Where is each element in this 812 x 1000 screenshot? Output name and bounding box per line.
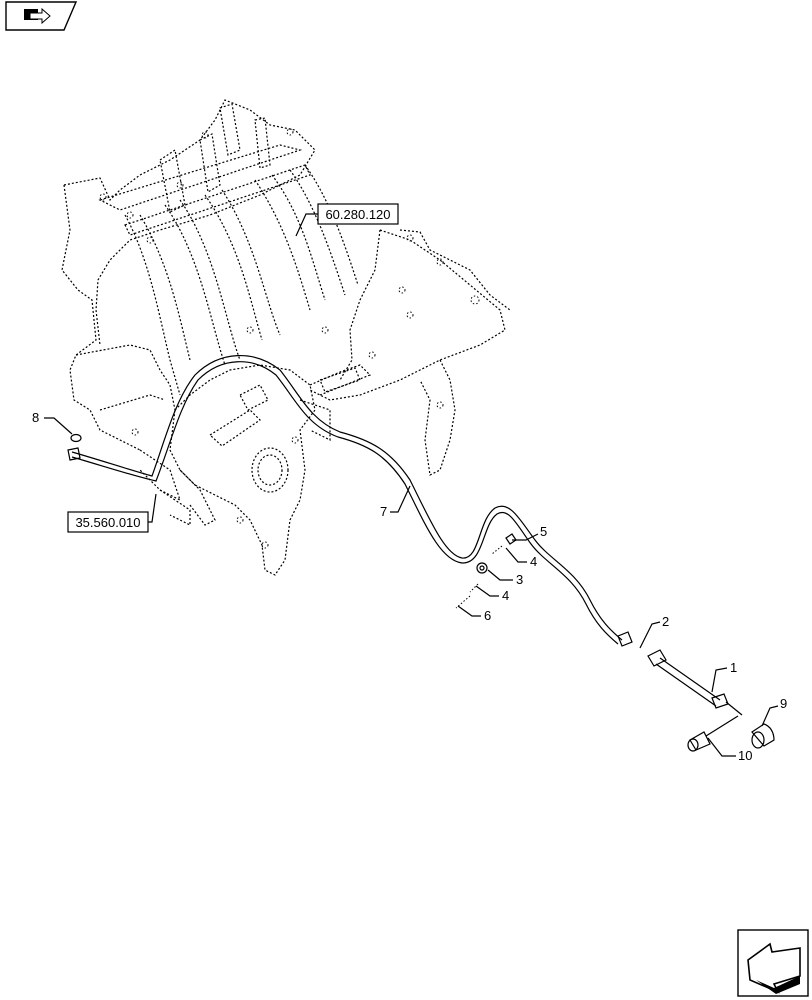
callout-9[interactable]: 9 [761,696,787,727]
callout-1[interactable]: 1 [711,660,737,693]
callout-5[interactable]: 5 [512,524,547,541]
next-page-arrow-icon [747,942,801,994]
hose-assembly [71,354,623,645]
callout-10[interactable]: 10 [707,737,752,763]
svg-text:4: 4 [530,554,537,569]
callout-4b[interactable]: 4 [475,585,509,603]
callout-4a[interactable]: 4 [505,547,537,569]
callout-3[interactable]: 3 [487,569,523,587]
top-nav-button[interactable] [5,1,78,31]
reference-label: 35.560.010 [75,515,140,530]
callout-8[interactable]: 8 [32,410,73,435]
svg-text:9: 9 [780,696,787,711]
callout-6[interactable]: 6 [457,605,491,623]
coupling-1-2 [617,631,743,716]
fitting-8 [67,433,82,461]
callout-7[interactable]: 7 [380,485,411,519]
svg-text:8: 8 [32,410,39,425]
svg-text:10: 10 [738,748,752,763]
reference-box-35-560-010[interactable]: 35.560.010 [67,493,157,533]
baler-chassis-outline [61,99,511,576]
svg-text:1: 1 [730,660,737,675]
plug-10 [687,715,739,752]
book-arrow-icon [24,7,51,25]
reference-box-60-280-120[interactable]: 60.280.120 [295,203,399,237]
bottom-nav-button[interactable] [737,929,809,997]
svg-text:3: 3 [516,572,523,587]
cap-9 [751,723,775,749]
reference-label: 60.280.120 [325,207,390,222]
svg-text:4: 4 [502,588,509,603]
svg-text:6: 6 [484,608,491,623]
svg-text:5: 5 [540,524,547,539]
svg-text:7: 7 [380,504,387,519]
callout-2[interactable]: 2 [639,614,669,649]
svg-text:2: 2 [662,614,669,629]
